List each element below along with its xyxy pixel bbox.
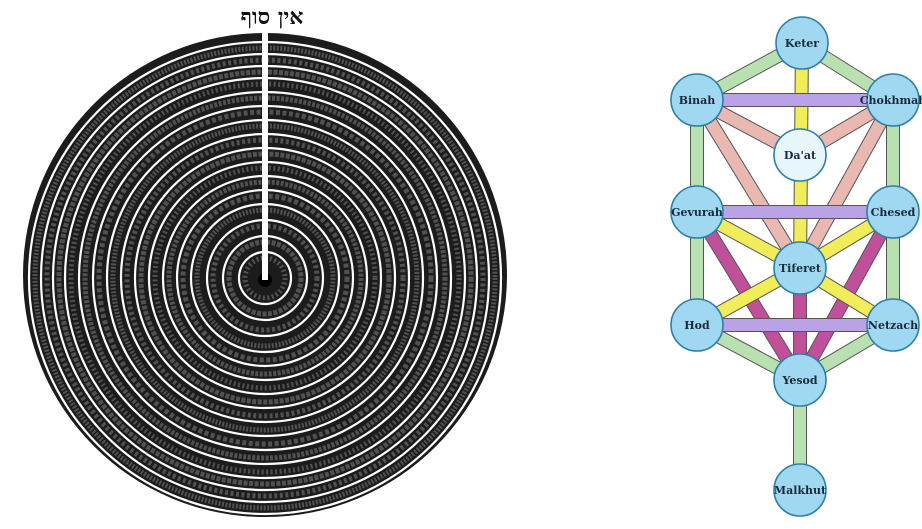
sephira-label-hod: Hod (684, 319, 710, 332)
sephira-label-daat: Da'at (784, 149, 817, 162)
diagram-title: אין סוף (241, 4, 304, 30)
sephira-label-yesod: Yesod (781, 374, 817, 387)
sephira-label-binah: Binah (679, 94, 716, 107)
sephira-label-gevurah: Gevurah (671, 206, 723, 219)
light-ray-line (262, 28, 268, 280)
sephira-label-chokhmah: Chokhmah (860, 94, 922, 107)
sephira-label-chesed: Chesed (871, 206, 916, 219)
sephira-label-malkhut: Malkhut (774, 484, 827, 497)
sephira-label-tiferet: Tiferet (779, 262, 822, 275)
sephira-label-keter: Keter (785, 37, 819, 50)
sephira-label-netzach: Netzach (868, 319, 918, 332)
concentric-circles-diagram: אין סוף (23, 4, 507, 517)
